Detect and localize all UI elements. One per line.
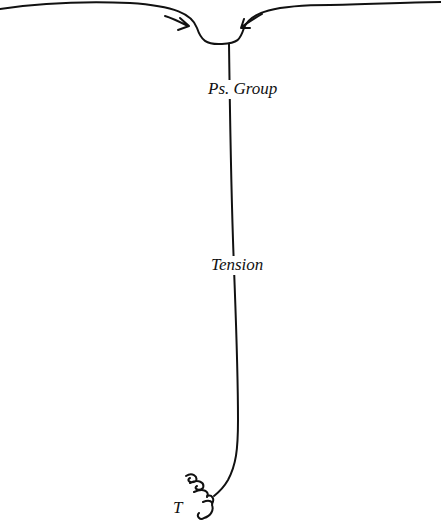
tension-label: Tension xyxy=(209,256,265,275)
surface-curve xyxy=(0,2,441,44)
hand-sketch xyxy=(186,474,213,519)
left-arrow xyxy=(165,16,189,30)
group-label: Ps. Group xyxy=(206,80,279,99)
right-arrow xyxy=(241,14,262,28)
part-letter: T xyxy=(171,499,184,518)
